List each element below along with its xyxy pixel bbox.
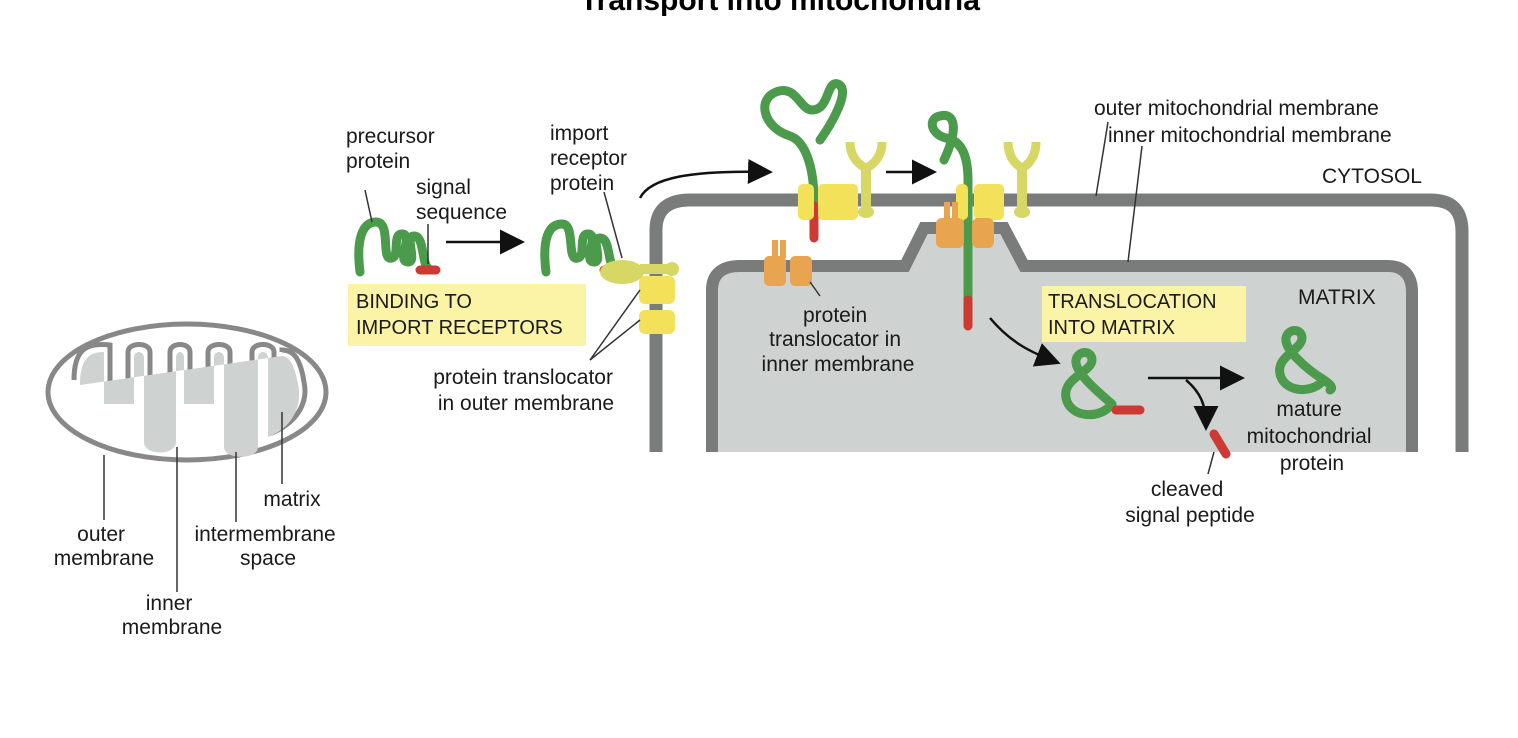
arrow-cleave bbox=[1185, 379, 1219, 431]
mature-line2: mitochondrial bbox=[1247, 425, 1372, 448]
arrow-4 bbox=[989, 317, 1061, 367]
inner-translocator-step4 bbox=[936, 202, 994, 248]
binding-line2: IMPORT RECEPTORS bbox=[356, 317, 563, 339]
inner-translocator-idle bbox=[764, 240, 812, 286]
inner-trans-line3: inner membrane bbox=[762, 353, 915, 376]
overview-inner-line2: membrane bbox=[122, 616, 222, 639]
transloc-line1: TRANSLOCATION bbox=[1048, 291, 1217, 313]
receptor-step4 bbox=[1003, 141, 1041, 218]
imported-protein bbox=[1061, 348, 1145, 420]
import-receptor-label: import receptor protein bbox=[550, 122, 633, 195]
mature-line3: protein bbox=[1280, 452, 1344, 475]
outer-translocator-step3 bbox=[798, 184, 858, 220]
overview-outer-line2: membrane bbox=[54, 547, 154, 570]
overview-inner-line1: inner bbox=[146, 592, 193, 615]
inner-mito-membrane-label: inner mitochondrial membrane bbox=[1108, 124, 1392, 147]
outer-translocator-label: protein translocator in outer membrane bbox=[433, 366, 619, 415]
matrix-label: MATRIX bbox=[1298, 286, 1376, 309]
binding-step-label: BINDING TO IMPORT RECEPTORS bbox=[356, 291, 563, 339]
cytosol-label: CYTOSOL bbox=[1322, 165, 1422, 188]
inner-membrane-fold bbox=[71, 341, 308, 452]
outer-trans-line2: in outer membrane bbox=[438, 392, 614, 415]
precursor-protein bbox=[354, 217, 441, 277]
outer-membrane bbox=[649, 193, 1469, 452]
receptor-line2: receptor bbox=[550, 147, 627, 170]
overview-matrix-label: matrix bbox=[263, 488, 321, 511]
arrow-2 bbox=[638, 158, 773, 199]
translocation-step-label: TRANSLOCATION INTO MATRIX bbox=[1048, 291, 1222, 339]
inner-trans-line1: protein bbox=[803, 304, 867, 327]
mitochondrion-overview bbox=[45, 321, 329, 592]
page-title: Transport into mitochondria bbox=[580, 0, 980, 17]
binding-step-box bbox=[348, 284, 586, 346]
inner-translocator-label: protein translocator in inner membrane bbox=[762, 304, 915, 376]
signal-line2: sequence bbox=[416, 201, 507, 224]
binding-line1: BINDING TO bbox=[356, 291, 472, 313]
overview-outer-membrane-label: outer membrane bbox=[54, 523, 154, 570]
signal-sequence-label: signal sequence bbox=[416, 176, 507, 224]
transloc-line2: INTO MATRIX bbox=[1048, 317, 1175, 339]
inner-trans-line2: translocator in bbox=[769, 328, 901, 351]
precursor-line2: protein bbox=[346, 150, 410, 173]
cleaved-signal-peptide bbox=[1209, 429, 1231, 459]
outer-translocator-step2 bbox=[639, 276, 675, 334]
outer-translocator-step4 bbox=[956, 184, 1004, 220]
mature-line1: mature bbox=[1276, 398, 1341, 421]
receptor-line3: protein bbox=[550, 172, 614, 195]
matrix-region bbox=[80, 352, 300, 457]
overview-outer-line1: outer bbox=[77, 523, 125, 546]
outer-mito-membrane-label: outer mitochondrial membrane bbox=[1094, 97, 1379, 120]
overview-im-line1: intermembrane bbox=[194, 523, 335, 546]
cleaved-peptide-label: cleaved signal peptide bbox=[1125, 478, 1255, 527]
signal-line1: signal bbox=[416, 176, 471, 199]
precursor-protein-label: precursor protein bbox=[346, 125, 441, 173]
receptor-line1: import bbox=[550, 122, 609, 145]
mature-protein-label: mature mitochondrial protein bbox=[1247, 398, 1378, 475]
translocation-step-box bbox=[1042, 286, 1246, 342]
overview-intermembrane-label: intermembrane space bbox=[194, 523, 341, 570]
import-receptor-protein bbox=[600, 260, 679, 284]
outer-trans-line1: protein translocator bbox=[433, 366, 613, 389]
overview-inner-membrane-label: inner membrane bbox=[122, 592, 222, 639]
protein-crossing bbox=[927, 110, 973, 331]
cleaved-line2: signal peptide bbox=[1125, 504, 1255, 527]
cleaved-line1: cleaved bbox=[1151, 478, 1223, 501]
receptor-step3 bbox=[845, 141, 887, 218]
precursor-line1: precursor bbox=[346, 125, 435, 148]
overview-im-line2: space bbox=[240, 547, 296, 570]
mature-protein bbox=[1275, 326, 1337, 395]
